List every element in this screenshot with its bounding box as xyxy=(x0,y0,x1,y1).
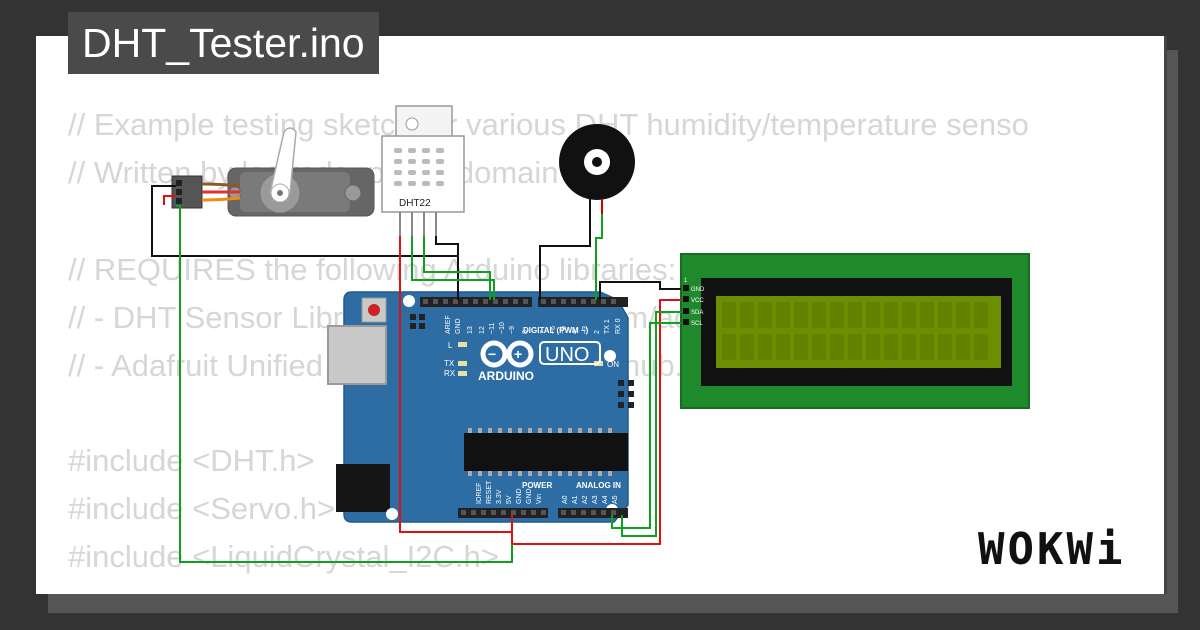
analog-section-label: ANALOG IN xyxy=(576,481,621,490)
arduino-uno-board[interactable]: AREF GND 13 12 ~11 ~10 ~9 8 7 ~6 ~5 4 ~3… xyxy=(327,291,634,523)
led-l-label: L xyxy=(448,341,453,350)
pin-label-rx0: RX 0 xyxy=(615,318,622,334)
svg-text:−: − xyxy=(488,346,496,362)
led-rx-label: RX xyxy=(444,369,456,378)
board-brand-label: ARDUINO xyxy=(478,369,534,383)
pin-label-a5: A5 xyxy=(612,495,619,504)
board-model-label: UNO xyxy=(545,344,589,366)
pin-label-vin: Vin xyxy=(536,494,543,504)
pin-label-a2: A2 xyxy=(582,495,589,504)
lcd-pin-one-label: 1 xyxy=(684,278,688,284)
atmega-chip xyxy=(464,433,628,471)
pin-label-7: 7 xyxy=(540,330,547,334)
code-line: // Example testing sketch for various DH… xyxy=(68,107,1029,142)
pin-label-a3: A3 xyxy=(592,495,599,504)
pin-label-3: ~3 xyxy=(582,326,589,334)
on-led-label: ON xyxy=(607,360,619,369)
dht22-sensor[interactable]: DHT22 xyxy=(381,105,465,236)
lcd-pin-vcc-label: VCC xyxy=(691,298,704,304)
pin-label-a4: A4 xyxy=(602,495,609,504)
file-title: DHT_Tester.ino xyxy=(68,12,379,74)
pin-label-a0: A0 xyxy=(562,495,569,504)
pin-label-3v3: 3.3V xyxy=(496,489,503,504)
pin-label-aref: AREF xyxy=(445,315,452,334)
code-line: #include <Servo.h> xyxy=(68,491,336,526)
pin-label-gnd-b: GND xyxy=(526,488,533,504)
reset-button-cap[interactable] xyxy=(368,304,380,316)
digital-pwm-label: DIGITAL (PWM ~) xyxy=(523,326,589,335)
pin-label-13: 13 xyxy=(467,326,474,334)
pin-label-8: 8 xyxy=(522,330,529,334)
pin-label-12: 12 xyxy=(479,326,486,334)
power-section-label: POWER xyxy=(522,481,552,490)
servo-motor[interactable] xyxy=(171,127,375,217)
pin-label-ioref: IOREF xyxy=(476,483,483,504)
svg-text:+: + xyxy=(514,346,522,362)
pin-label-6: ~6 xyxy=(550,326,557,334)
lcd-pin-gnd-label: GND xyxy=(691,287,705,293)
arduino-logo-icon xyxy=(480,340,534,368)
usb-port xyxy=(327,325,387,385)
pin-label-reset: RESET xyxy=(486,480,493,504)
code-line: #include <DHT.h> xyxy=(68,443,315,478)
led-tx-label: TX xyxy=(444,359,455,368)
wokwi-logo: WOKWi xyxy=(978,524,1126,575)
pin-label-a1: A1 xyxy=(572,495,579,504)
power-jack xyxy=(336,464,390,512)
sensor-label: DHT22 xyxy=(399,198,431,209)
pin-label-gnd-a: GND xyxy=(516,488,523,504)
pin-label-11: ~11 xyxy=(489,323,496,334)
lcd-pin-sda-label: SDA xyxy=(691,310,703,316)
pin-label-2: 2 xyxy=(594,330,601,334)
pin-label-5: ~5 xyxy=(560,326,567,334)
code-line: #include <LiquidCrystal_I2C.h> xyxy=(68,539,499,574)
pin-label-10: ~10 xyxy=(499,322,506,334)
pin-label-gnd: GND xyxy=(455,318,462,334)
pin-label-9: ~9 xyxy=(509,326,516,334)
lcd-display[interactable]: 1 GND VCC SDA SCL xyxy=(680,253,1030,409)
pin-label-4: 4 xyxy=(572,330,579,334)
pin-label-5v: 5V xyxy=(506,495,513,504)
pin-label-tx1: TX 1 xyxy=(604,319,611,334)
wires xyxy=(151,185,681,563)
buzzer[interactable] xyxy=(559,124,635,214)
lcd-pin-scl-label: SCL xyxy=(691,321,703,327)
